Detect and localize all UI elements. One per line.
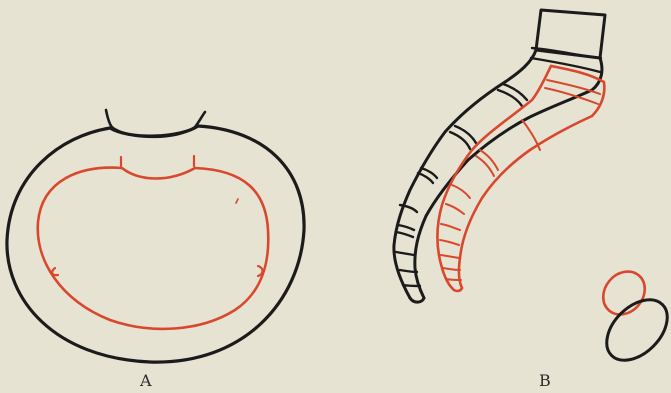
inner-knob-left bbox=[52, 268, 58, 275]
outer-collar bbox=[106, 110, 205, 137]
black-band bbox=[450, 132, 470, 149]
red-stem-left bbox=[438, 66, 552, 288]
red-ellipse bbox=[595, 263, 654, 323]
panel-a-label: A bbox=[140, 373, 152, 389]
red-tip bbox=[452, 288, 462, 291]
red-band bbox=[441, 255, 459, 258]
panel-b-drawing bbox=[394, 10, 671, 372]
red-band bbox=[441, 224, 460, 230]
black-band bbox=[403, 285, 420, 286]
red-band bbox=[440, 240, 459, 245]
red-band bbox=[547, 80, 600, 94]
red-band bbox=[446, 279, 461, 280]
panel-b-label: B bbox=[539, 373, 551, 389]
outer-black-outline bbox=[7, 126, 304, 362]
black-band bbox=[396, 252, 414, 255]
black-band bbox=[398, 225, 414, 230]
black-appendage bbox=[394, 10, 605, 302]
red-band bbox=[522, 120, 540, 150]
black-ellipse bbox=[595, 288, 671, 371]
red-appendage bbox=[438, 66, 605, 291]
panel-a-drawing bbox=[7, 110, 304, 362]
red-band bbox=[443, 268, 460, 270]
black-band bbox=[418, 173, 433, 183]
red-band bbox=[452, 185, 470, 198]
inner-knob-right bbox=[258, 266, 263, 276]
inner-red-outline bbox=[38, 168, 269, 329]
interior-mark bbox=[236, 199, 238, 203]
black-band bbox=[532, 48, 601, 58]
black-band bbox=[396, 232, 413, 237]
red-band bbox=[446, 204, 464, 214]
black-tip bbox=[410, 298, 424, 302]
